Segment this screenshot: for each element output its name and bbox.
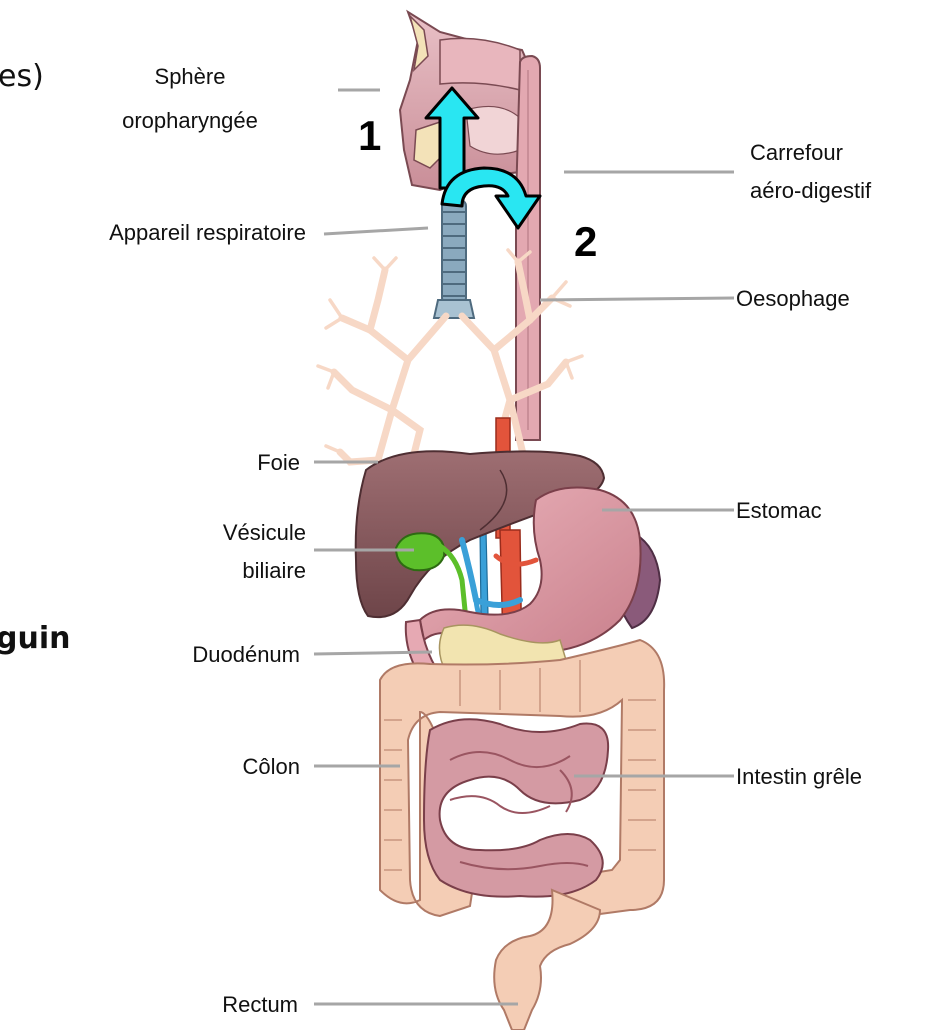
label-carrefour-line2: aéro-digestif: [750, 178, 872, 203]
label-vesicule-line1: Vésicule: [223, 520, 306, 545]
small-intestine-illustration: [424, 719, 608, 896]
label-respiratoire: Appareil respiratoire: [109, 220, 306, 245]
arrow-1-number: 1: [358, 112, 381, 159]
arrow-2-number: 2: [574, 218, 597, 265]
label-vesicule-line2: biliaire: [242, 558, 306, 583]
leader-respiratoire: [324, 228, 428, 234]
leader-oesophage: [540, 298, 734, 300]
rectum-illustration: [494, 890, 600, 1030]
label-rectum: Rectum: [222, 992, 298, 1017]
label-foie: Foie: [257, 450, 300, 475]
trachea-illustration: [434, 200, 474, 318]
label-oesophage: Oesophage: [736, 286, 850, 311]
label-sphere-line2: oropharyngée: [122, 108, 258, 133]
cropped-text-mid: guin: [0, 621, 70, 656]
leader-duodenum: [314, 652, 432, 654]
label-estomac: Estomac: [736, 498, 822, 523]
label-intestin: Intestin grêle: [736, 764, 862, 789]
label-colon: Côlon: [243, 754, 300, 779]
label-sphere-line1: Sphère: [155, 64, 226, 89]
cropped-text-top: es): [0, 59, 44, 94]
esophagus-illustration: [516, 56, 540, 440]
label-carrefour-line1: Carrefour: [750, 140, 843, 165]
label-duodenum: Duodénum: [192, 642, 300, 667]
